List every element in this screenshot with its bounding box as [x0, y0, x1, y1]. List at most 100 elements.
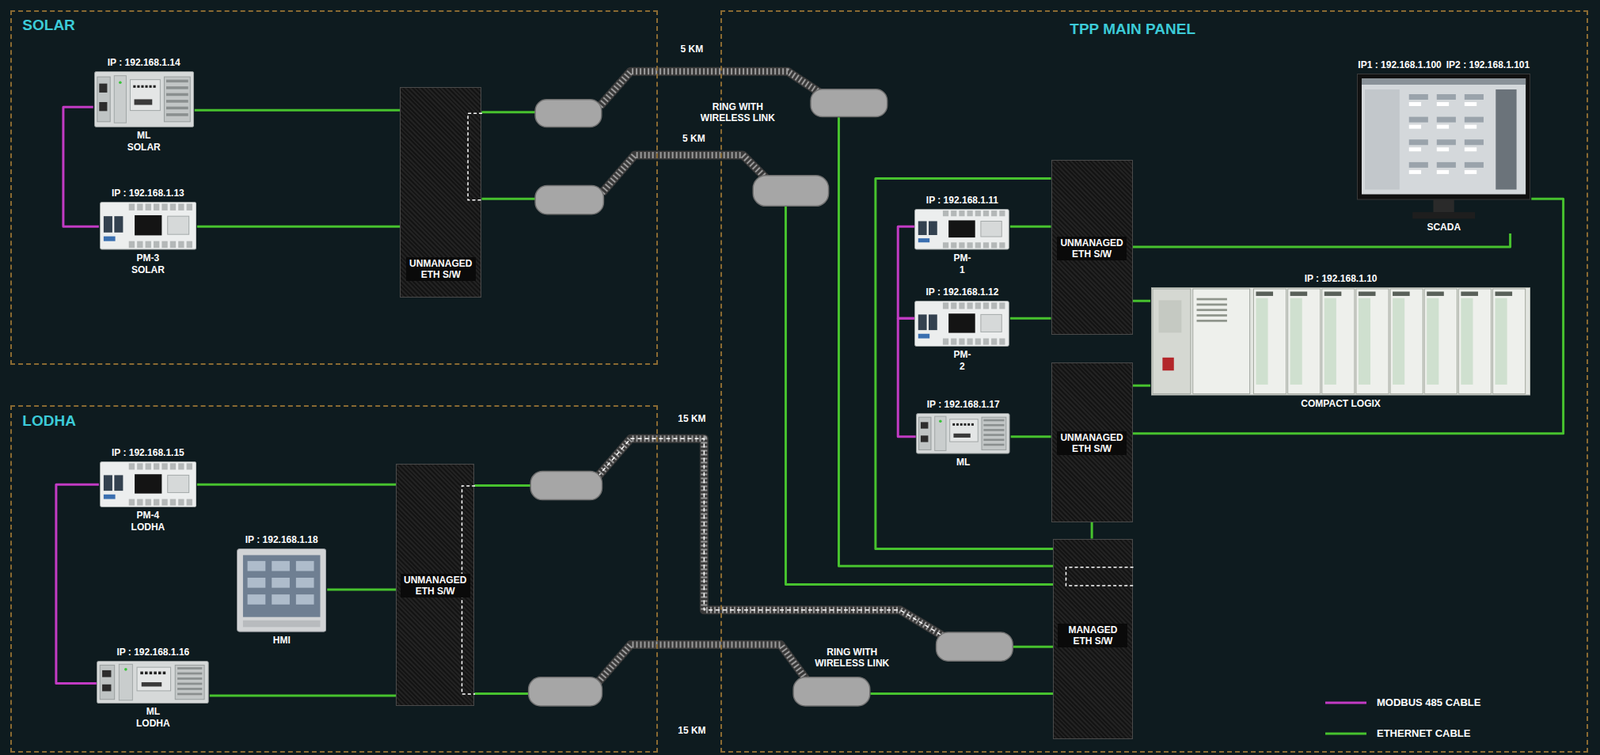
ethernet-switch: UNMANAGED ETH S/W [399, 87, 482, 299]
wireless-radio [752, 175, 829, 207]
distance-label: 15 KM [675, 724, 708, 738]
device-screen [243, 555, 321, 618]
device-part [1358, 292, 1376, 297]
device-part [128, 204, 134, 211]
device-part [166, 93, 189, 97]
device-block: IP : 192.168.1.10COMPACT LOGIX [1150, 273, 1532, 411]
device-part [178, 463, 184, 470]
device-part [129, 79, 160, 111]
legend-row: MODBUS 485 CABLE [1324, 696, 1481, 710]
legend-text: MODBUS 485 CABLE [1376, 696, 1481, 710]
device-illustration [94, 71, 194, 128]
device-part [1436, 162, 1456, 168]
wireless-radio [528, 677, 603, 707]
device-part [136, 204, 143, 211]
ip-address: IP2 : 192.168.1.101 [1446, 59, 1530, 72]
device-part [980, 315, 1002, 333]
modbus-cable [897, 318, 916, 438]
device-part [983, 303, 989, 310]
ethernet-cable [1010, 435, 1052, 438]
device-part [100, 665, 115, 700]
device-part [103, 236, 116, 242]
device-part [934, 416, 947, 451]
device-block: IP : 192.168.1.13PM-3 SOLAR [98, 187, 198, 277]
io-module [1424, 288, 1457, 395]
switch-label-wrap: UNMANAGED ETH S/W [1052, 236, 1133, 261]
ethernet-cable [1132, 233, 1511, 248]
device-part [1436, 170, 1449, 175]
device-part [114, 475, 123, 491]
device-part [928, 221, 938, 236]
device-part [1392, 298, 1405, 385]
device-part [102, 684, 112, 692]
device-part [144, 463, 151, 470]
device-part [983, 338, 989, 346]
wireless-link-dash [597, 438, 944, 637]
device-part [959, 303, 966, 310]
device-block: IP : 192.168.1.17ML [915, 399, 1011, 469]
device-part [1436, 94, 1456, 100]
device-part [960, 423, 963, 426]
device-part [296, 561, 315, 572]
device-part [1464, 94, 1484, 100]
ip-address: IP : 192.168.1.10 [1304, 273, 1378, 286]
device-part [178, 241, 184, 248]
device-part [1436, 116, 1456, 122]
device-part [918, 334, 930, 339]
ring-label: RING WITH WIRELESS LINK [809, 646, 895, 670]
switch-label-wrap: UNMANAGED ETH S/W [400, 257, 481, 282]
ethernet-cable [209, 695, 396, 698]
link-label-wrap: 5 KM [678, 41, 707, 56]
ip-address: IP : 192.168.1.13 [111, 187, 185, 200]
wireless-link-texture [597, 438, 944, 637]
device-part [141, 682, 163, 687]
device-illustration [915, 413, 1011, 455]
wireless-radio [936, 632, 1014, 662]
device-part [967, 338, 973, 346]
device-part [144, 672, 149, 676]
device-part [950, 419, 979, 442]
monitor-stand [1433, 198, 1455, 213]
device-part [964, 423, 967, 426]
device-housing [237, 549, 327, 633]
device-part [1409, 139, 1429, 145]
device-part [1464, 162, 1484, 168]
device-part [975, 303, 981, 310]
device-part [271, 561, 290, 572]
device-part [1464, 170, 1477, 175]
device-part [975, 242, 981, 248]
device-part [247, 595, 267, 606]
switch-label: MANAGED ETH S/W [1057, 623, 1128, 648]
device-part [984, 419, 1005, 422]
link-label-wrap: RING WITH WIRELESS LINK [809, 646, 895, 670]
legend-text: ETHERNET CABLE [1376, 727, 1471, 741]
device-name: ML [956, 456, 970, 469]
ethernet-switch: UNMANAGED ETH S/W [1051, 159, 1133, 335]
device-part [991, 210, 998, 217]
device-part [114, 76, 126, 124]
device-part [154, 672, 158, 676]
distance-label: 15 KM [675, 412, 708, 426]
ip-row: IP : 192.168.1.12 [925, 286, 999, 299]
device-part [1364, 89, 1400, 191]
device-part [999, 338, 1006, 346]
switch-label-wrap: UNMANAGED ETH S/W [1052, 431, 1133, 456]
device-part [140, 672, 145, 676]
ethernet-wire [481, 197, 536, 201]
ip-address: IP : 192.168.1.16 [116, 646, 190, 659]
device-name: COMPACT LOGIX [1300, 398, 1380, 411]
device-part [98, 102, 107, 111]
device-illustration [96, 661, 210, 704]
io-module [1322, 288, 1355, 395]
ip-row: IP : 192.168.1.17 [927, 399, 1000, 411]
device-part [983, 210, 989, 217]
device-part [167, 216, 189, 235]
device-part [1494, 298, 1507, 385]
region-panel: IP : 192.168.1.15PM-4 LODHAIP : 192.168.… [10, 405, 658, 754]
ip-row: IP : 192.168.1.10 [1304, 273, 1378, 286]
device-part [136, 498, 143, 506]
device-part [153, 498, 160, 506]
device-part [161, 241, 168, 248]
device-part [166, 79, 189, 84]
device-part [178, 693, 203, 696]
